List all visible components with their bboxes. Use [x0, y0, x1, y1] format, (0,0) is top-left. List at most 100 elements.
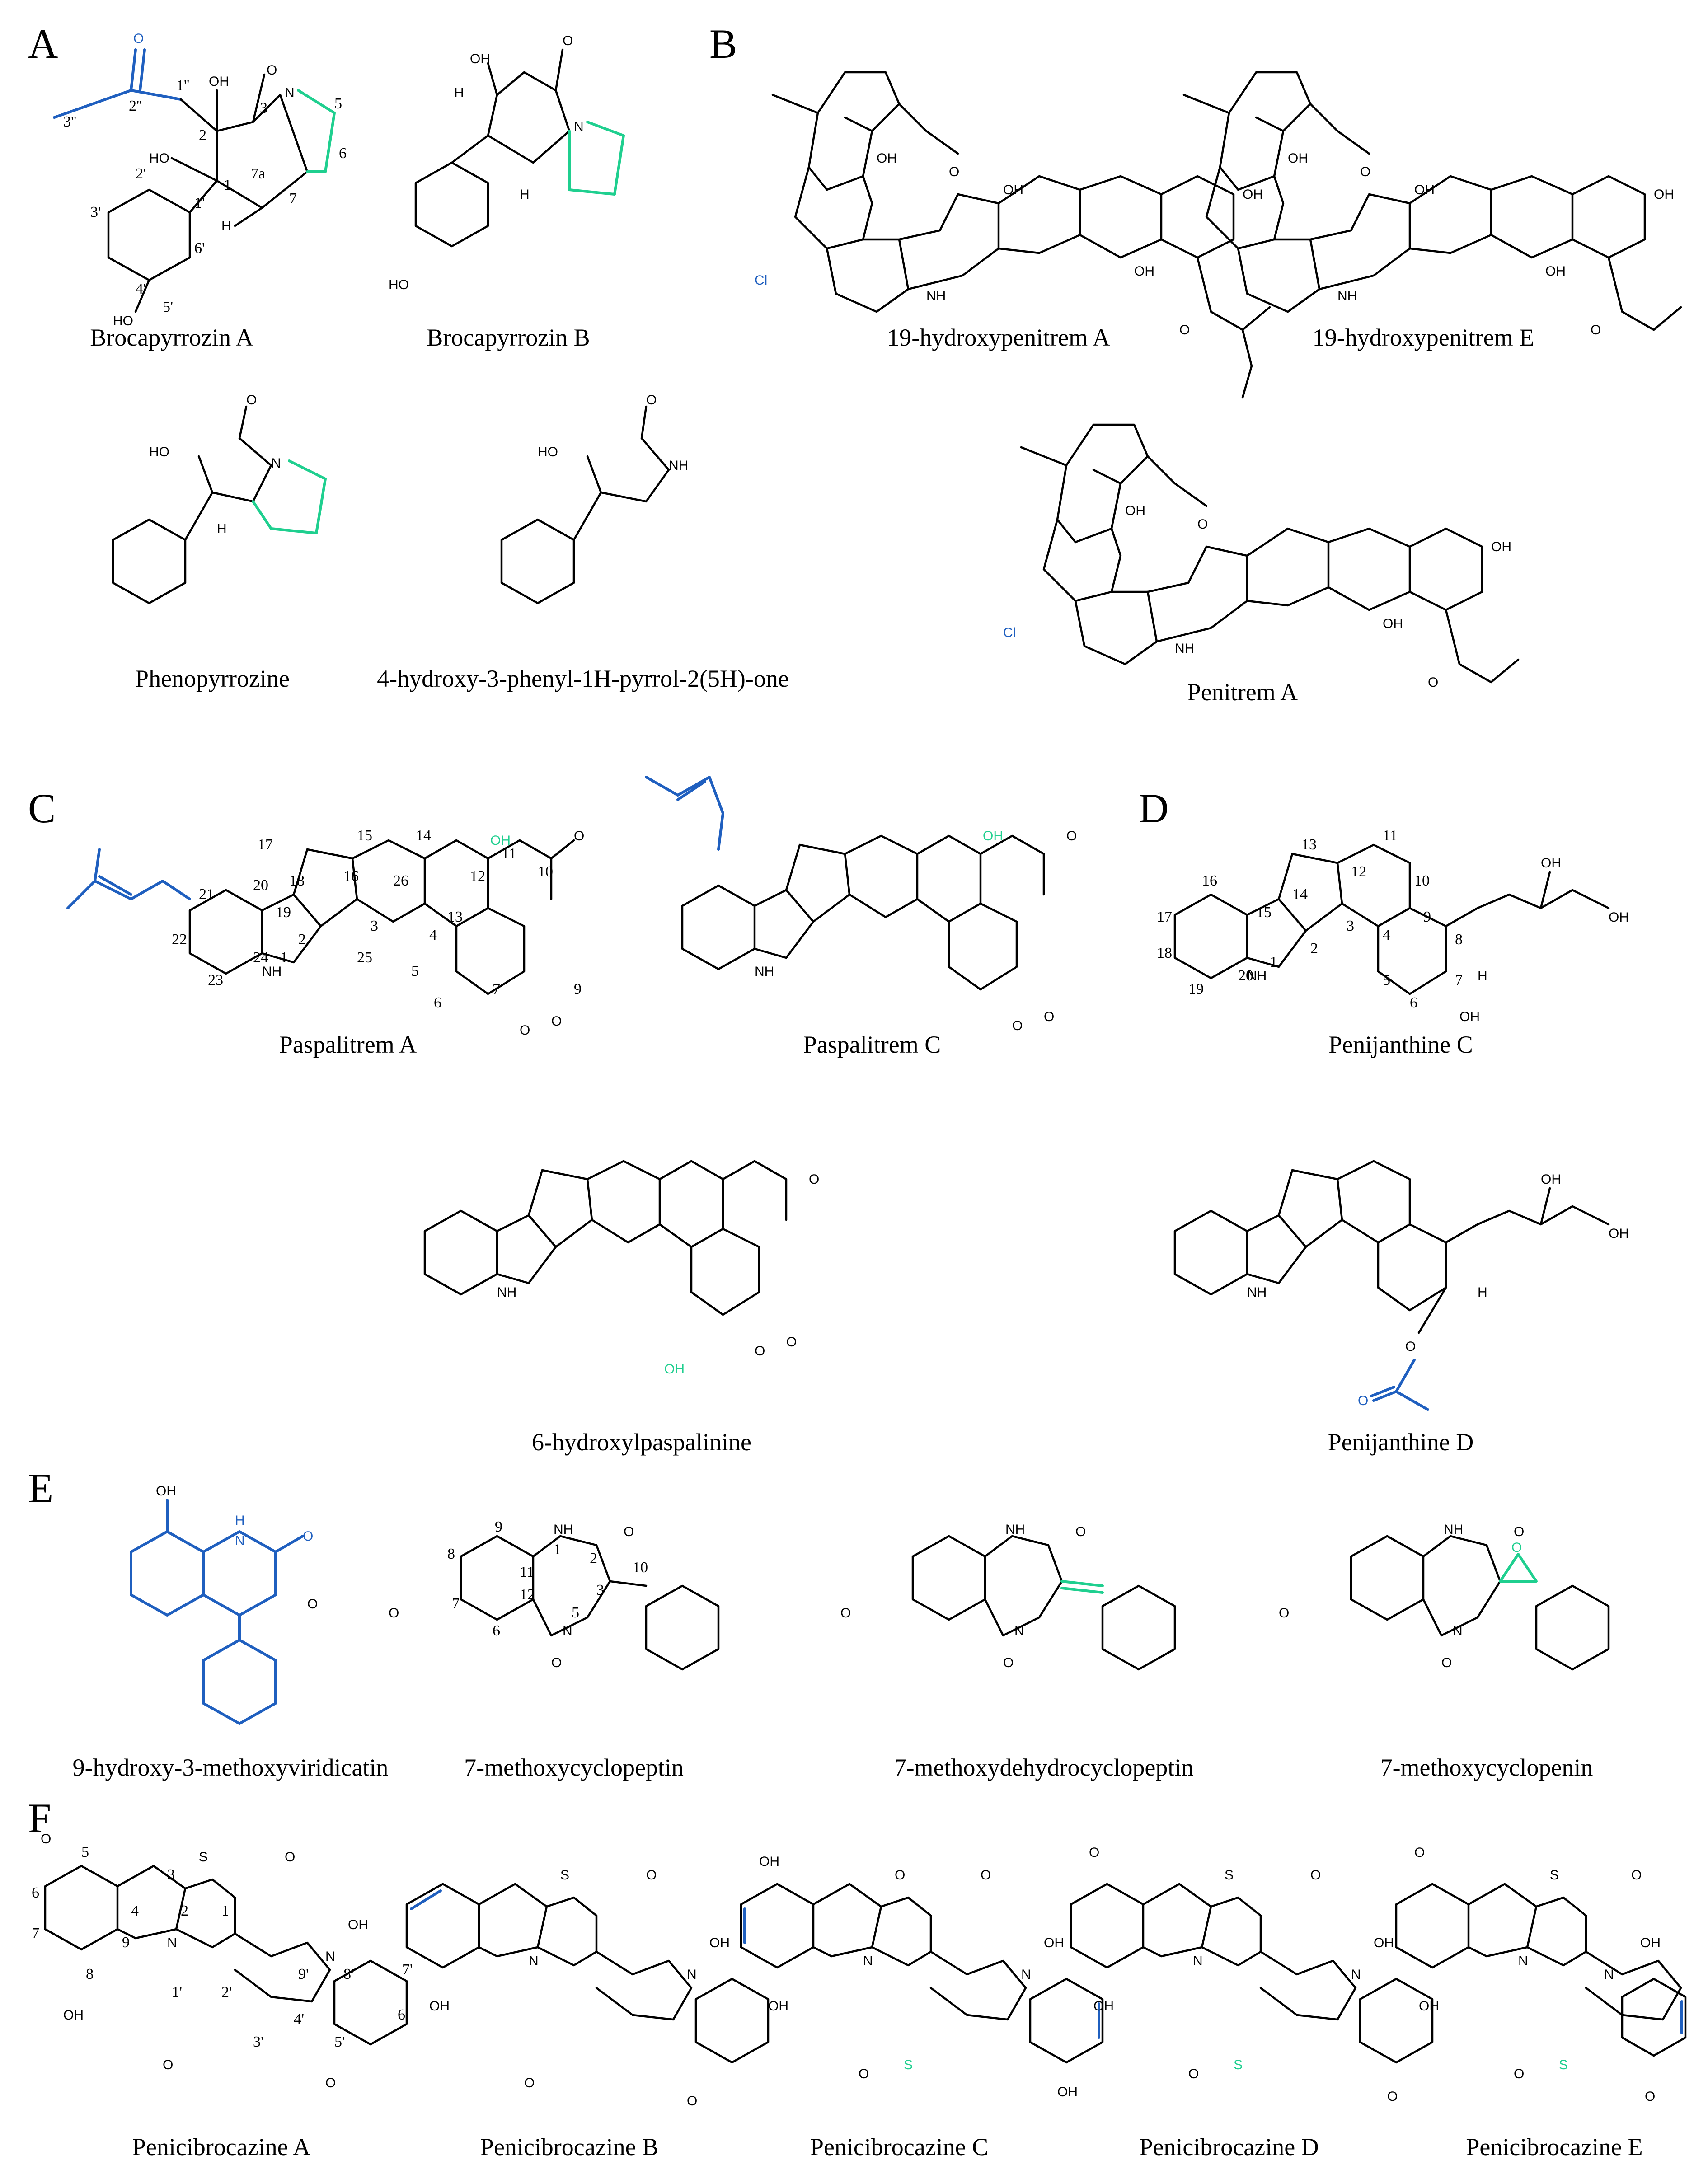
svg-text:6: 6 — [1410, 994, 1417, 1011]
svg-text:5: 5 — [334, 95, 342, 112]
structure-19-hydroxypenitrem-e: O OH NH OH OH OH O — [1182, 71, 1682, 337]
svg-text:14: 14 — [416, 827, 431, 844]
svg-text:O: O — [133, 31, 144, 46]
svg-text:12: 12 — [1351, 863, 1366, 880]
svg-text:23: 23 — [208, 972, 223, 989]
svg-text:5': 5' — [334, 2034, 345, 2050]
svg-text:20: 20 — [253, 877, 268, 894]
svg-text:9: 9 — [495, 1518, 502, 1535]
svg-text:18: 18 — [1157, 945, 1172, 961]
svg-text:OH: OH — [1640, 1935, 1661, 1950]
caption-penicibrocazine-b: Penicibrocazine B — [480, 2133, 658, 2160]
svg-text:NH: NH — [497, 1285, 516, 1300]
svg-text:O: O — [1428, 675, 1438, 690]
svg-text:H: H — [1478, 969, 1487, 984]
svg-text:OH: OH — [983, 829, 1003, 843]
svg-text:NH: NH — [926, 289, 946, 304]
svg-text:N: N — [167, 1935, 177, 1950]
svg-text:20: 20 — [1238, 967, 1253, 984]
caption-paspalitrem-a: Paspalitrem A — [279, 1031, 417, 1058]
svg-text:O: O — [1414, 1845, 1425, 1860]
svg-text:14: 14 — [1292, 886, 1308, 903]
panel-letter-d: D — [1139, 785, 1168, 831]
svg-text:O: O — [1089, 1845, 1099, 1860]
caption-penicibrocazine-c: Penicibrocazine C — [810, 2133, 988, 2160]
svg-text:O: O — [1645, 2089, 1655, 2104]
svg-text:O: O — [1188, 2067, 1199, 2081]
svg-text:O: O — [574, 829, 584, 843]
structure-penicibrocazine-e: O S O OH OH N N O S O — [1395, 1845, 1687, 2104]
caption-brocapyrrozin-a: Brocapyrrozin A — [90, 324, 253, 351]
svg-text:19: 19 — [1188, 981, 1204, 998]
svg-text:O: O — [1358, 1393, 1368, 1408]
svg-text:O: O — [1044, 1009, 1054, 1024]
svg-text:OH: OH — [1383, 616, 1403, 631]
svg-text:6: 6 — [493, 1622, 500, 1639]
svg-text:O: O — [1197, 517, 1208, 532]
svg-text:6: 6 — [32, 1884, 39, 1901]
svg-text:O: O — [303, 1529, 313, 1544]
svg-text:O: O — [840, 1606, 851, 1621]
svg-text:6': 6' — [398, 2006, 408, 2023]
svg-text:OH: OH — [1125, 503, 1145, 518]
structure-7-methoxydehydrocyclopeptin: NH O N O O — [840, 1522, 1176, 1671]
structure-7-methoxycyclopenin: NH O N O O O — [1279, 1522, 1610, 1671]
svg-text:11: 11 — [502, 845, 516, 862]
svg-text:OH: OH — [1419, 1999, 1439, 2014]
structure-7-methoxycyclopeptin: NH O N O O 9 1 8 11 2 10 3 12 7 6 5 — [389, 1518, 720, 1671]
caption-6-hydroxylpaspalinine: 6-hydroxylpaspalinine — [532, 1429, 751, 1456]
svg-text:Cl: Cl — [755, 273, 767, 288]
svg-text:7': 7' — [402, 1961, 413, 1978]
svg-text:7a: 7a — [251, 165, 265, 182]
svg-text:O: O — [520, 1023, 530, 1038]
svg-text:5: 5 — [572, 1604, 579, 1621]
structure-penicibrocazine-d: O S O OH OH N N O S O — [1070, 1845, 1434, 2104]
svg-text:O: O — [1405, 1339, 1416, 1354]
svg-text:13: 13 — [1301, 836, 1317, 853]
svg-text:O: O — [1179, 323, 1190, 337]
svg-text:S: S — [560, 1868, 569, 1883]
svg-text:OH: OH — [63, 2008, 84, 2023]
svg-text:O: O — [1591, 323, 1601, 337]
svg-text:6': 6' — [194, 240, 205, 257]
svg-text:7: 7 — [1455, 972, 1463, 989]
structure-penijanthine-d: OH OH NH H O O — [1173, 1160, 1629, 1411]
svg-text:O: O — [551, 1014, 562, 1029]
svg-text:O: O — [624, 1524, 634, 1539]
svg-text:OH: OH — [877, 151, 897, 166]
svg-text:N: N — [863, 1954, 873, 1968]
caption-penijanthine-c: Penijanthine C — [1328, 1031, 1473, 1058]
svg-text:16: 16 — [343, 868, 359, 885]
svg-text:26: 26 — [393, 872, 408, 889]
svg-text:OH: OH — [348, 1917, 368, 1932]
svg-text:H: H — [221, 219, 231, 234]
svg-text:S: S — [1225, 1868, 1234, 1883]
svg-text:24: 24 — [253, 949, 268, 966]
svg-text:HO: HO — [113, 314, 133, 328]
svg-text:5: 5 — [1383, 972, 1390, 989]
svg-text:OH: OH — [768, 1999, 788, 2014]
svg-text:NH: NH — [1337, 289, 1357, 304]
svg-text:1: 1 — [280, 949, 288, 966]
structure-penijanthine-c: OH OH NH OH H 13 12 11 10 16 15 14 9 17 … — [1157, 827, 1629, 1024]
svg-text:6: 6 — [434, 994, 441, 1011]
svg-text:S: S — [1550, 1868, 1559, 1883]
svg-text:12: 12 — [470, 868, 485, 885]
svg-text:15: 15 — [357, 827, 372, 844]
svg-text:OH: OH — [1093, 1999, 1114, 2014]
svg-text:O: O — [1441, 1655, 1452, 1670]
svg-text:10: 10 — [633, 1559, 648, 1576]
svg-text:O: O — [895, 1868, 905, 1883]
svg-text:OH: OH — [1609, 1226, 1629, 1241]
structure-hydroxy-phenyl-pyrrolone: HO O NH — [500, 393, 688, 604]
svg-text:H: H — [454, 85, 464, 100]
svg-text:1: 1 — [554, 1541, 561, 1558]
structure-hydroxy-methoxyviridicatin: O H N OH O — [130, 1484, 318, 1725]
caption-19-hydroxypenitrem-a: 19-hydroxypenitrem A — [887, 324, 1110, 351]
svg-text:13: 13 — [447, 909, 463, 925]
svg-text:O: O — [1066, 829, 1077, 843]
svg-text:4': 4' — [136, 281, 146, 297]
caption-7-methoxycyclopenin: 7-methoxycyclopenin — [1380, 1754, 1593, 1781]
svg-text:N: N — [1453, 1624, 1463, 1639]
svg-text:N: N — [1604, 1967, 1614, 1982]
